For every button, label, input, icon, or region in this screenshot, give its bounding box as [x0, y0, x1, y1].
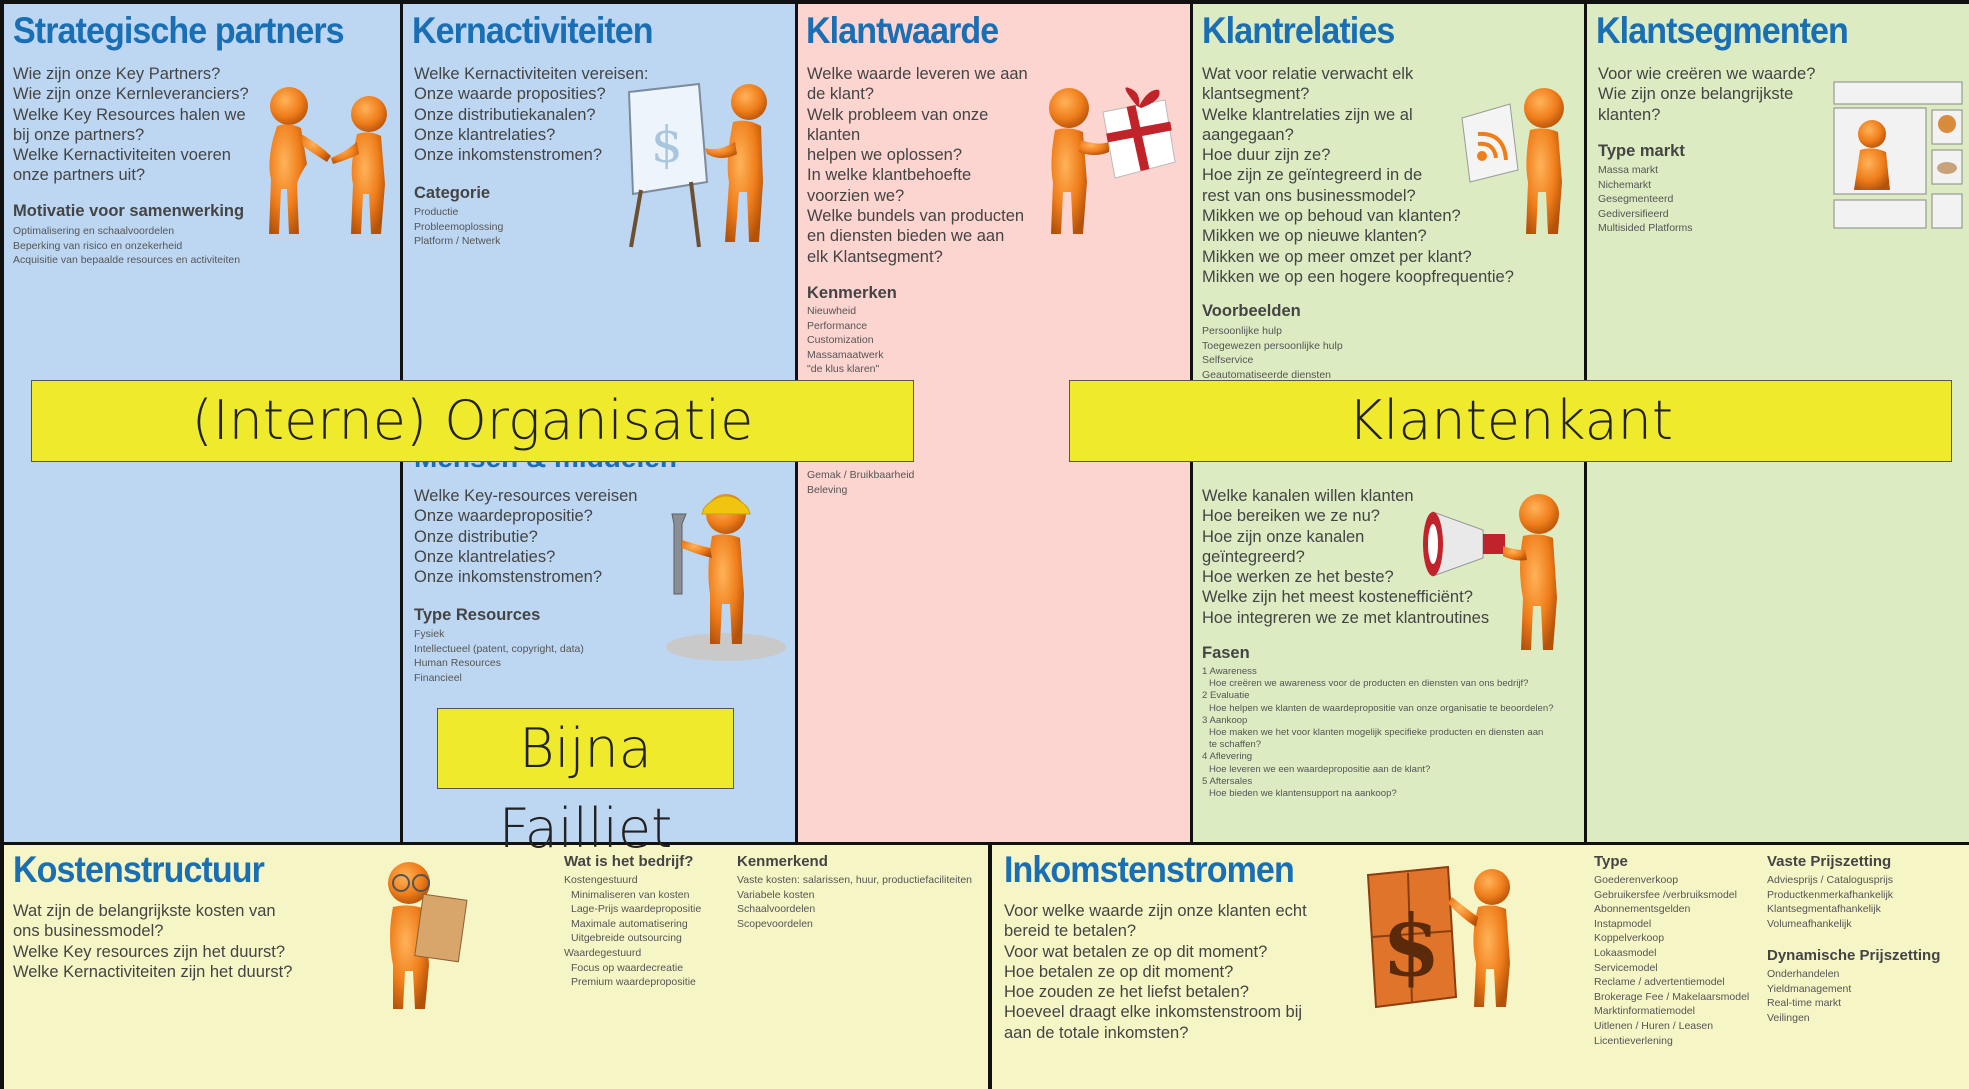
customer-relationships-items: Persoonlijke hulp Toegewezen persoonlijk…: [1202, 325, 1343, 381]
key-activities-heading: Categorie: [414, 184, 491, 202]
dollar-puzzle-figure-icon: $: [1366, 865, 1510, 1009]
revenue-type-heading: Type: [1594, 853, 1628, 870]
cost-structure-block: Kostenstructuur Wat zijn de belangrijkst…: [4, 845, 988, 1089]
customer-side-label: Klantenkant: [1347, 389, 1674, 452]
presenter-with-chart-icon: $: [627, 82, 767, 248]
key-resources-heading: Type Resources: [414, 606, 541, 624]
customer-side-banner: Klantenkant: [1069, 380, 1952, 462]
key-activities-items: Productie Probleemoplossing Platform / N…: [414, 206, 504, 248]
cost-structure-questions: Wat zijn de belangrijkste kosten van ons…: [13, 902, 293, 981]
revenue-fixed-items: Adviesprijs / Catalogusprijs Productkenm…: [1767, 874, 1894, 930]
gift-giving-figure-icon: [1049, 87, 1176, 234]
segmented-screens-icon: [1833, 81, 1963, 229]
value-proposition-heading: Kenmerken: [807, 284, 897, 302]
channels-questions: Welke kanalen willen klanten Hoe bereike…: [1202, 487, 1490, 627]
nearly-bankrupt-banner: Bijna Failliet: [437, 708, 734, 860]
key-resources-items: Fysiek Intellectueel (patent, copyright,…: [414, 628, 584, 684]
internal-organisation-banner: (Interne) Organisatie: [31, 380, 914, 462]
revenue-streams-title: Inkomstenstromen: [1004, 849, 1295, 890]
cost-structure-title: Kostenstructuur: [13, 849, 265, 890]
nearly-bankrupt-label: Bijna Failliet: [498, 717, 673, 860]
handshake-figures-icon: [269, 87, 387, 234]
key-activities-questions: Welke Kernactiviteiten vereisen: Onze wa…: [414, 65, 649, 165]
key-resources-questions: Welke Key-resources vereisen Onze waarde…: [414, 487, 638, 587]
svg-text:$: $: [651, 116, 683, 174]
customer-relationships-title: Klantrelaties: [1202, 10, 1395, 51]
customer-relationships-heading: Voorbeelden: [1202, 302, 1301, 320]
customer-segments-items: Massa markt Nichemarkt Gesegmenteerd Ged…: [1598, 164, 1693, 235]
revenue-fixed-heading: Vaste Prijszetting: [1767, 853, 1892, 870]
channels-phases: 1 Awareness Hoe creëren we awareness voo…: [1202, 666, 1554, 800]
customer-relationships-questions: Wat voor relatie verwacht elk klantsegme…: [1202, 65, 1514, 286]
customer-segments-heading: Type markt: [1598, 142, 1685, 160]
key-partners-items: Optimalisering en schaalvoordelen Beperk…: [13, 225, 241, 267]
customer-segments-questions: Voor wie creëren we waarde? Wie zijn onz…: [1598, 65, 1816, 124]
cost-col1-items: Kostengestuurd Minimaliseren van kosten …: [564, 874, 702, 989]
cost-col1-heading: Wat is het bedrijf?: [564, 853, 693, 870]
key-partners-questions: Wie zijn onze Key Partners? Wie zijn onz…: [13, 65, 249, 185]
key-activities-title: Kernactiviteiten: [412, 10, 654, 51]
megaphone-figure-icon: [1423, 494, 1559, 650]
accountant-figure-icon: [388, 862, 468, 1009]
value-proposition-title: Klantwaarde: [806, 10, 999, 51]
newsletter-reader-figure-icon: [1461, 88, 1564, 234]
revenue-type-items: Goederenverkoop Gebruikersfee /verbruiks…: [1594, 874, 1750, 1047]
internal-organisation-label: (Interne) Organisatie: [191, 389, 754, 452]
key-partners-heading: Motivatie voor samenwerking: [13, 202, 245, 220]
revenue-dynamic-heading: Dynamische Prijszetting: [1767, 947, 1941, 964]
revenue-streams-block: Inkomstenstromen Voor welke waarde zijn …: [992, 845, 1969, 1089]
key-partners-title: Strategische partners: [13, 10, 345, 51]
value-proposition-items-lower: Gemak / Bruikbaarheid Beleving: [807, 469, 915, 496]
cost-col2-items: Vaste kosten: salarissen, huur, producti…: [737, 874, 973, 930]
cost-col2-heading: Kenmerkend: [737, 853, 828, 870]
value-proposition-items: Nieuwheid Performance Customization Mass…: [807, 305, 884, 376]
revenue-dynamic-items: Onderhandelen Yieldmanagement Real-time …: [1767, 968, 1852, 1024]
svg-text:$: $: [1382, 896, 1440, 995]
value-proposition-questions: Welke waarde leveren we aan de klant? We…: [807, 65, 1028, 266]
revenue-streams-questions: Voor welke waarde zijn onze klanten echt…: [1004, 902, 1307, 1042]
customer-segments-title: Klantsegmenten: [1596, 10, 1849, 51]
channels-heading: Fasen: [1202, 644, 1250, 662]
worker-with-wrench-icon: [666, 494, 786, 661]
